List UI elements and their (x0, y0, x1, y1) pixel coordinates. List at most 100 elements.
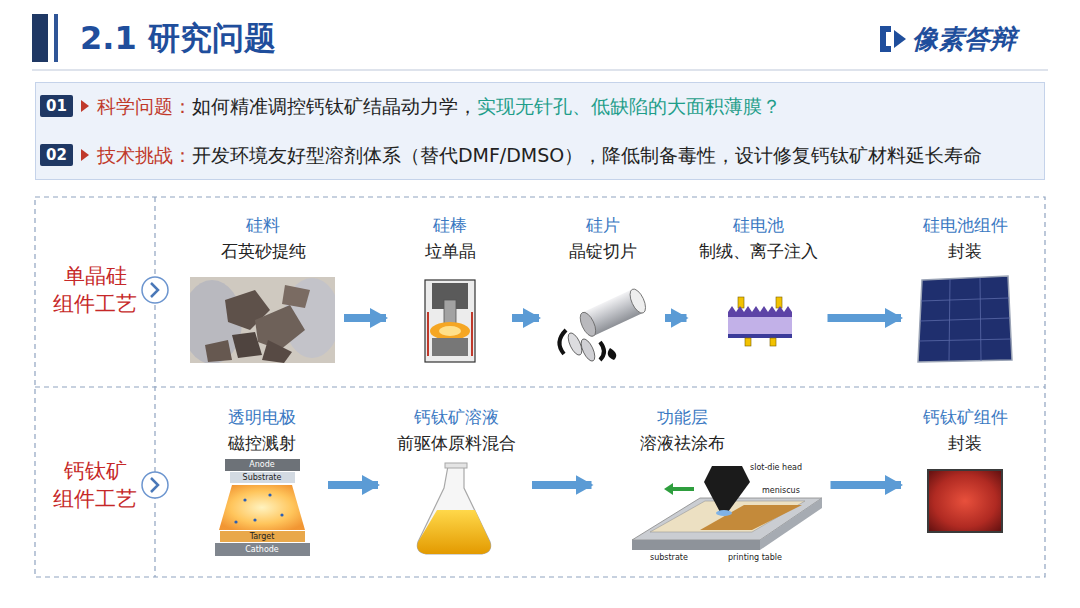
slot-die-figure-part (632, 540, 760, 550)
slot-die-figure-part (672, 487, 694, 491)
item-number: 02 (40, 144, 73, 166)
slot-die-figure-part (700, 505, 802, 530)
solar-cell-section-part (728, 317, 792, 334)
part-label: Cathode (245, 545, 279, 554)
step-detail: 封装 (948, 238, 982, 264)
item-text: 实现无针孔、低缺陷的大面积薄膜？ (477, 92, 781, 120)
step-detail: 前驱体原料混合 (397, 430, 516, 456)
process-frame (35, 197, 1045, 577)
solar-panel-figure (918, 276, 1012, 362)
logo-icon-part (894, 30, 906, 48)
problem-panel: 01科学问题：如何精准调控钙钛矿结晶动力学，实现无针孔、低缺陷的大面积薄膜？ 02… (35, 82, 1045, 180)
logo-icon-part (880, 26, 891, 52)
solar-cell-section-part (738, 297, 744, 308)
solar-cell-section-part (728, 334, 792, 338)
sputtering-figure-part (225, 459, 300, 471)
crystal-puller-figure-part (471, 312, 473, 356)
solar-cell-section-part (728, 306, 792, 317)
step-title: 钙钛矿溶液 (414, 404, 499, 430)
solar-panel-figure-part (980, 278, 981, 361)
process-frame-part (35, 386, 1045, 387)
logo-icon (880, 26, 906, 52)
flow-arrow (665, 314, 687, 322)
sputtering-figure (215, 459, 310, 556)
sputtering-figure-part (280, 513, 283, 516)
flow-arrow (328, 481, 378, 489)
crystal-puller-figure-part (430, 322, 470, 340)
header-decoration-part (54, 14, 58, 62)
step-detail: 垃单晶 (425, 238, 476, 264)
solar-cell-section-part (776, 297, 782, 308)
part-label: printing table (728, 553, 782, 562)
silicon-chunks-photo-part (255, 305, 305, 350)
slot-die-figure-part (716, 510, 732, 516)
ingot-slicing-figure-part (608, 348, 617, 360)
row-marker-icon-part (151, 478, 158, 492)
flow-arrow (344, 314, 386, 322)
silicon-chunks-photo-part (205, 340, 232, 362)
flask-figure (417, 463, 490, 554)
step-detail: 石英砂提纯 (221, 238, 306, 264)
flask-figure-part (445, 463, 467, 468)
part-label: Anode (249, 460, 274, 470)
slide-title: 2.1 研究问题 (80, 15, 276, 61)
row-header: 钙钛矿 组件工艺 (38, 457, 152, 513)
part-label: substrate (650, 553, 688, 562)
flask-figure-part (417, 510, 490, 554)
crystal-puller-figure-part (427, 312, 429, 356)
process-step: 硅电池组件封装 (909, 212, 1021, 368)
process-step: 钙钛矿组件封装 (909, 404, 1021, 564)
step-detail: 封装 (948, 430, 982, 456)
step-detail: 制绒、离子注入 (699, 238, 818, 264)
ingot-slicing-figure (559, 287, 648, 363)
item-heading: 科学问题： (97, 92, 192, 120)
sputtering-figure-part (253, 518, 256, 521)
process-step: 硅电池制绒、离子注入 (695, 212, 822, 368)
row-marker-icon-part (142, 277, 168, 303)
part-label: Target (250, 532, 275, 541)
sputtering-figure-part (230, 472, 295, 483)
ingot-slicing-figure-part-part (627, 287, 649, 316)
silicon-chunks-photo-part (282, 285, 310, 308)
sputtering-figure-part (268, 493, 271, 496)
crystal-puller-figure-part (432, 338, 468, 356)
slot-die-figure-part (704, 466, 750, 512)
row-header: 单晶硅 组件工艺 (38, 262, 152, 318)
row-marker-icon-part (142, 472, 168, 498)
header-decoration-part (32, 14, 48, 62)
part-label: meniscus (762, 486, 800, 495)
solar-panel-figure-part (919, 339, 1011, 341)
crystal-puller-figure-part (425, 280, 475, 362)
step-title: 硅棒 (433, 212, 467, 238)
sputtering-figure-part (219, 485, 305, 530)
process-step: 钙钛矿溶液前驱体原料混合 (386, 404, 526, 564)
step-title: 功能层 (657, 404, 708, 430)
item-text: 开发环境友好型溶剂体系（替代DMF/DMSO），降低制备毒性，设计修复钙钛矿材料… (192, 141, 982, 169)
step-title: 硅电池组件 (923, 212, 1008, 238)
solar-cell-section-part (745, 338, 751, 346)
step-title: 硅片 (586, 212, 620, 238)
problem-row: 02 技术挑战：开发环境友好型溶剂体系（替代DMF/DMSO），降低制备毒性，设计… (40, 141, 982, 169)
process-step: 硅料石英砂提纯 (188, 212, 338, 368)
solar-panel-figure-part (921, 298, 1009, 301)
crystal-puller-figure-part (439, 326, 461, 336)
process-frame-part (35, 197, 1045, 577)
flask-figure-part (417, 466, 490, 554)
sputtering-figure-part (220, 531, 305, 542)
solar-panel-figure-part (918, 276, 1012, 362)
flow-arrow (828, 314, 902, 322)
solar-cell-section (728, 297, 792, 346)
process-step: 硅棒垃单晶 (394, 212, 506, 368)
row-title: 单晶硅 组件工艺 (38, 262, 152, 318)
crystal-puller-figure (425, 280, 475, 362)
item-heading: 技术挑战： (97, 141, 192, 169)
perovskite-module-figure (928, 470, 1002, 532)
sputtering-figure-part (243, 498, 246, 501)
sputtering-figure-part (215, 543, 310, 556)
flow-arrow (512, 314, 539, 322)
header-decoration-part (32, 69, 1048, 71)
header-decoration (32, 14, 1048, 70)
step-title: 透明电极 (228, 404, 296, 430)
problem-row: 01科学问题：如何精准调控钙钛矿结晶动力学，实现无针孔、低缺陷的大面积薄膜？ (40, 92, 781, 120)
ingot-slicing-figure-part (577, 287, 649, 339)
